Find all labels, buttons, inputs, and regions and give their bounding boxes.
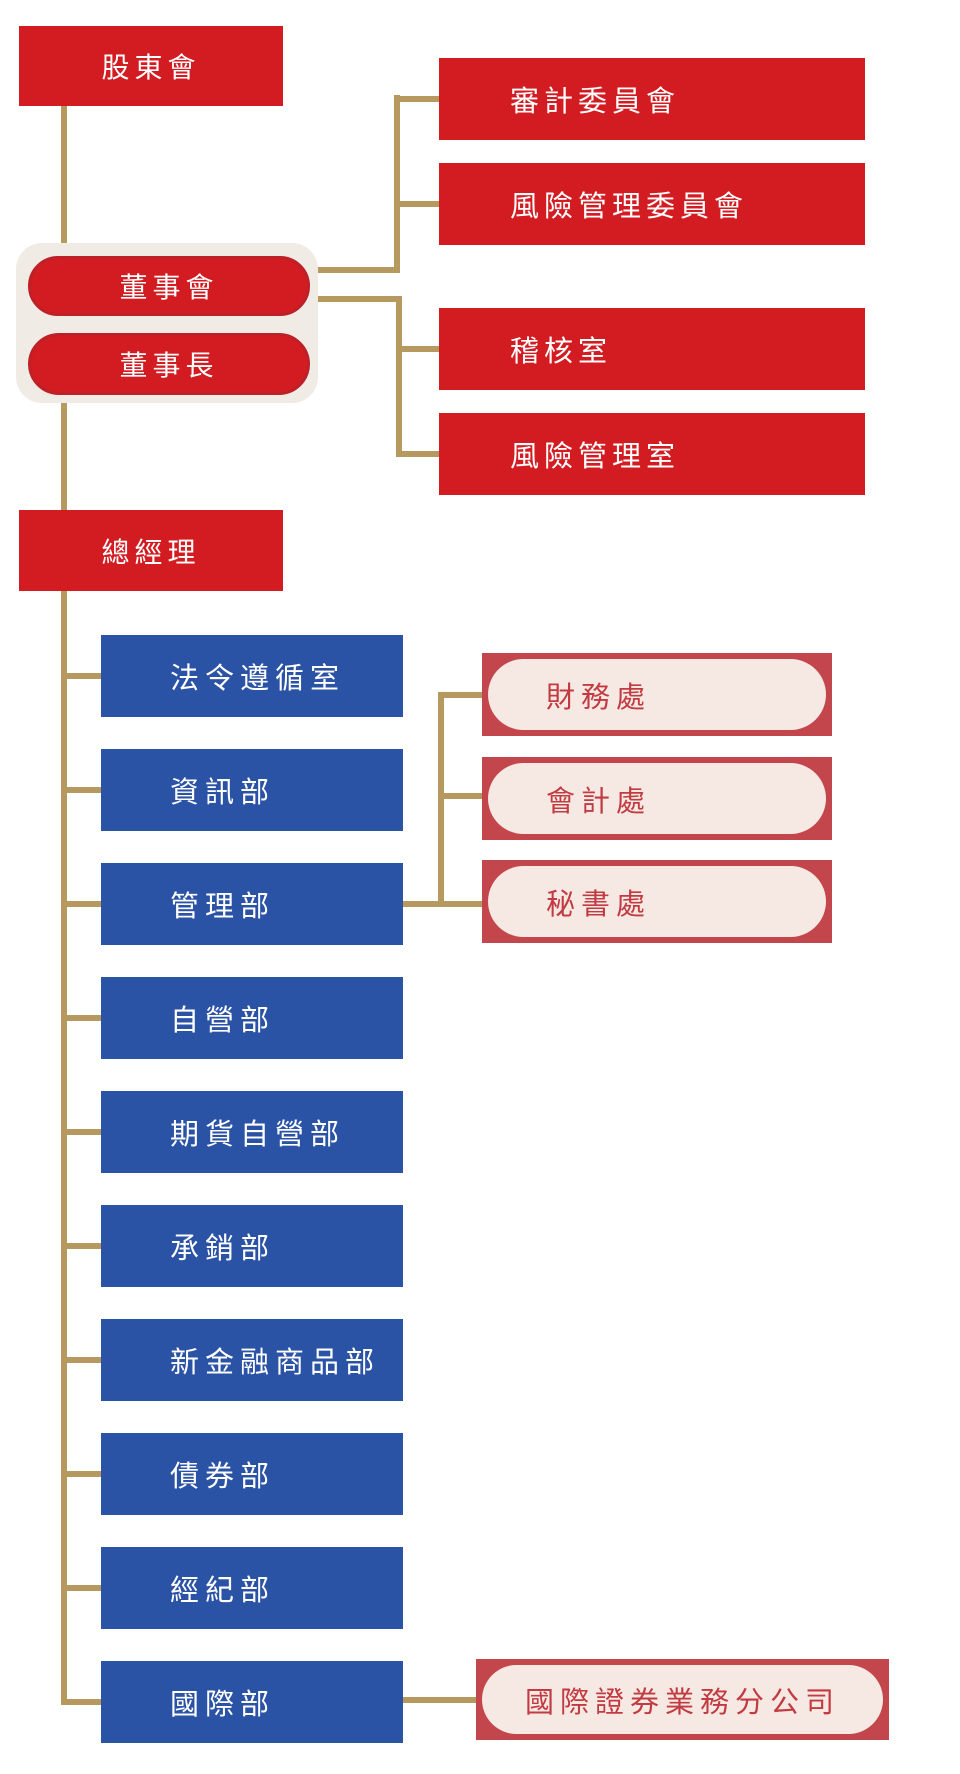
office-label: 會計處 (546, 785, 652, 818)
org-node-audit-committee-label: 審計委員會 (510, 86, 681, 118)
dept-label: 債券部 (170, 1461, 276, 1493)
connector-admin-riser (438, 692, 444, 907)
connector-board-president (61, 403, 67, 510)
connector-stub-dept-5 (61, 1243, 105, 1249)
connector-stub-dept-9 (61, 1699, 105, 1705)
org-node-president-label: 總經理 (101, 536, 201, 568)
org-node-dept-brokerage: 經紀部 (101, 1547, 403, 1629)
connector-stub-risk-office (396, 451, 439, 457)
org-node-dept-information: 資訊部 (101, 749, 403, 831)
org-node-dept-administration: 管理部 (101, 863, 403, 945)
branch-label: 國際證券業務分公司 (524, 1686, 840, 1719)
connector-office-riser (396, 296, 402, 456)
connector-stub-dept-7 (61, 1471, 105, 1477)
dept-label: 自營部 (170, 1005, 276, 1037)
org-node-chairman: 董事長 (28, 333, 310, 395)
connector-international-branch (403, 1697, 476, 1703)
org-node-chairman-label: 董事長 (119, 350, 219, 381)
connector-main-spine (61, 591, 67, 1705)
org-node-shareholders-label: 股東會 (101, 52, 201, 83)
connector-stub-dept-1 (61, 787, 105, 793)
connector-stub-dept-4 (61, 1129, 105, 1135)
org-node-dept-underwriting: 承銷部 (101, 1205, 403, 1287)
org-node-risk-management-office: 風險管理室 (439, 413, 865, 495)
connector-committee-riser (394, 95, 400, 273)
pill-body: 財務處 (488, 659, 826, 730)
connector-board-branch-lower (308, 296, 402, 302)
connector-stub-finance-office (438, 692, 482, 698)
office-label: 財務處 (546, 681, 652, 714)
dept-label: 新金融商品部 (170, 1347, 381, 1379)
org-node-international-securities-branch: 國際證券業務分公司 (476, 1659, 889, 1740)
org-node-accounting-office: 會計處 (482, 757, 832, 840)
dept-label: 期貨自營部 (170, 1119, 346, 1151)
pill-body: 會計處 (488, 763, 826, 834)
org-node-president: 總經理 (19, 510, 283, 591)
dept-label: 法令遵循室 (170, 663, 346, 695)
connector-stub-accounting-office (438, 793, 482, 799)
connector-shareholders-board (61, 106, 67, 243)
org-node-risk-management-office-label: 風險管理室 (510, 441, 681, 473)
org-node-shareholders: 股東會 (19, 26, 283, 106)
org-node-dept-international: 國際部 (101, 1661, 403, 1743)
connector-stub-dept-8 (61, 1585, 105, 1591)
org-node-board: 董事會 (28, 256, 310, 316)
org-node-finance-office: 財務處 (482, 653, 832, 736)
connector-stub-dept-6 (61, 1357, 105, 1363)
office-label: 秘書處 (546, 888, 652, 921)
org-node-audit-committee: 審計委員會 (439, 58, 865, 140)
connector-stub-dept-0 (61, 673, 105, 679)
org-node-risk-management-committee-label: 風險管理委員會 (510, 191, 749, 223)
org-node-dept-proprietary-trading: 自營部 (101, 977, 403, 1059)
org-node-dept-futures-proprietary: 期貨自營部 (101, 1091, 403, 1173)
dept-label: 承銷部 (170, 1233, 276, 1265)
pill-body: 國際證券業務分公司 (482, 1665, 883, 1734)
org-node-dept-new-financial-products: 新金融商品部 (101, 1319, 403, 1401)
org-node-board-label: 董事會 (119, 272, 219, 303)
connector-stub-dept-2 (61, 901, 105, 907)
dept-label: 資訊部 (170, 777, 276, 809)
org-node-dept-bonds: 債券部 (101, 1433, 403, 1515)
connector-stub-audit-office (396, 346, 439, 352)
connector-stub-dept-3 (61, 1015, 105, 1021)
dept-label: 管理部 (170, 891, 276, 923)
org-node-risk-management-committee: 風險管理委員會 (439, 163, 865, 245)
connector-stub-risk-committee (394, 201, 439, 207)
connector-stub-audit-committee (394, 96, 439, 102)
org-node-audit-office-label: 稽核室 (510, 336, 613, 368)
org-node-audit-office: 稽核室 (439, 308, 865, 390)
pill-body: 秘書處 (488, 866, 826, 937)
org-node-dept-legal-compliance: 法令遵循室 (101, 635, 403, 717)
dept-label: 國際部 (170, 1689, 276, 1721)
org-node-secretariat-office: 秘書處 (482, 860, 832, 943)
dept-label: 經紀部 (170, 1575, 276, 1607)
connector-board-branch-upper (308, 267, 400, 273)
